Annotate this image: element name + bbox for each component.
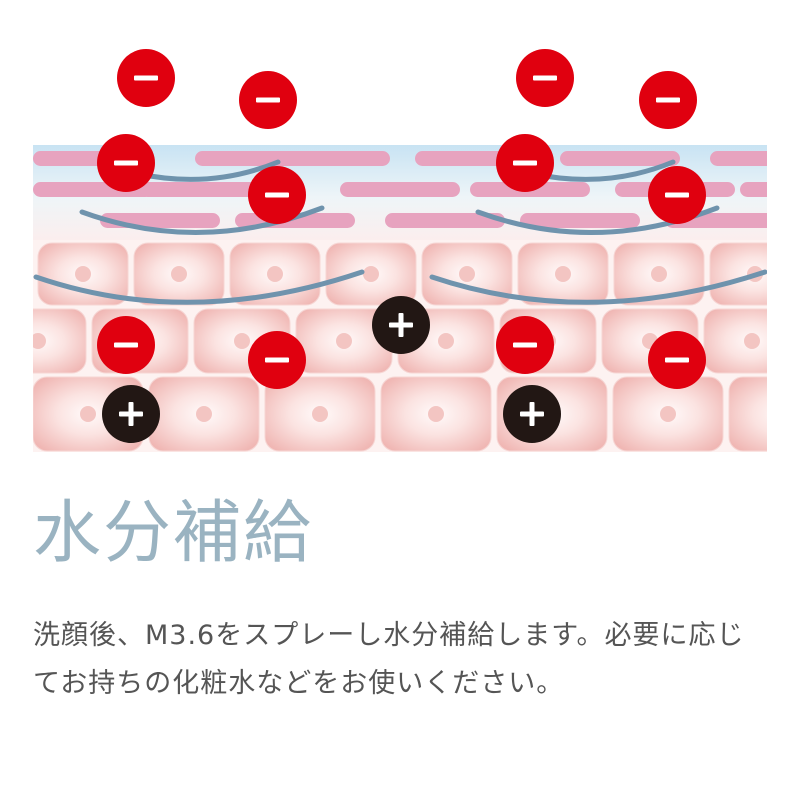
skin-band	[385, 213, 505, 228]
plus-circle-icon	[503, 385, 561, 443]
minus-circle-icon	[248, 331, 306, 389]
moisture-arc	[33, 269, 365, 305]
skin-cell	[703, 308, 767, 374]
minus-circle-icon	[648, 331, 706, 389]
minus-circle-icon	[516, 49, 574, 107]
ions	[97, 49, 706, 443]
cell-nucleus	[171, 266, 187, 282]
cell-nucleus	[75, 266, 91, 282]
minus-circle-icon	[648, 166, 706, 224]
skin-band	[340, 182, 460, 197]
skin-band	[270, 151, 390, 166]
cell-nucleus	[744, 333, 760, 349]
minus-circle-icon	[496, 316, 554, 374]
minus-circle-icon	[97, 134, 155, 192]
skin-cell	[709, 242, 767, 306]
cell-nucleus	[459, 266, 475, 282]
cell-nucleus	[312, 406, 328, 422]
moisture-arc	[429, 269, 767, 305]
cell-nucleus	[80, 406, 96, 422]
cell-nucleus	[196, 406, 212, 422]
plus-circle-icon	[372, 296, 430, 354]
minus-circle-icon	[248, 166, 306, 224]
moisture-arc	[132, 159, 281, 182]
skin-ion-diagram	[33, 49, 792, 452]
cell-nucleus	[438, 333, 454, 349]
heading-title: 水分補給	[33, 494, 314, 573]
cell-nucleus	[267, 266, 283, 282]
skin-band	[140, 182, 260, 197]
description-text: 洗顔後、M3.6をスプレーし水分補給します。必要に応じてお持ちの化粧水などをお使…	[33, 620, 745, 699]
cell-nucleus	[555, 266, 571, 282]
cell-nucleus	[234, 333, 250, 349]
skin-band	[740, 182, 767, 197]
cell-nucleus	[363, 266, 379, 282]
skin-band	[520, 213, 640, 228]
cell-nucleus	[336, 333, 352, 349]
cell-nucleus	[428, 406, 444, 422]
minus-circle-icon	[496, 134, 554, 192]
skin-cell	[33, 308, 87, 374]
minus-circle-icon	[239, 71, 297, 129]
minus-circle-icon	[97, 316, 155, 374]
plus-circle-icon	[102, 385, 160, 443]
minus-circle-icon	[639, 71, 697, 129]
cell-nucleus	[33, 333, 46, 349]
cell-nucleus	[776, 406, 792, 422]
skin-cell	[728, 376, 767, 452]
skin-band	[560, 151, 680, 166]
skin-band	[710, 151, 767, 166]
cell-nucleus	[651, 266, 667, 282]
minus-circle-icon	[117, 49, 175, 107]
cell-nucleus	[660, 406, 676, 422]
